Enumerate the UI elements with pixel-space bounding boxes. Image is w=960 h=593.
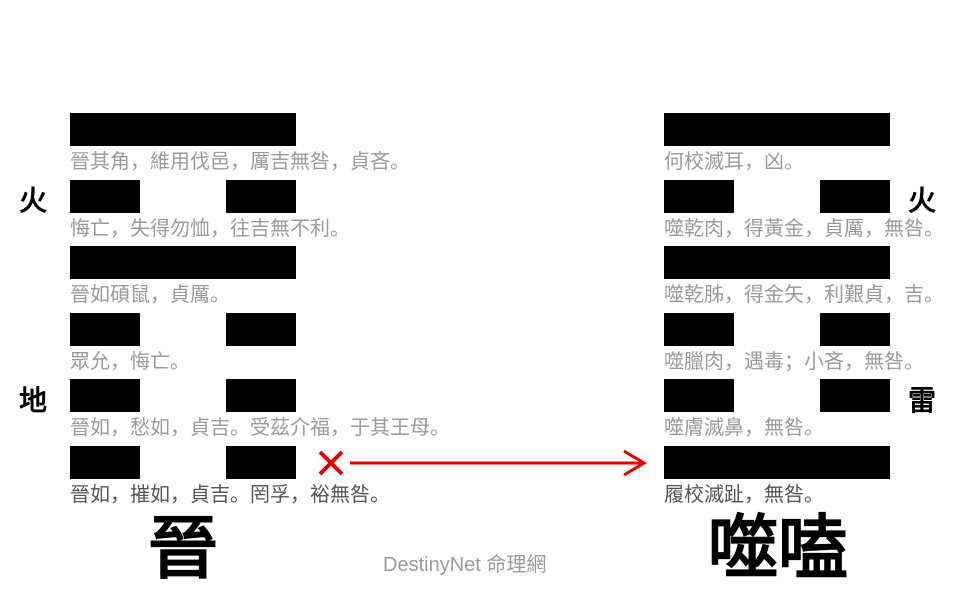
yin-line (70, 179, 296, 213)
line-text: 噬乾胏，得金矢，利艱貞，吉。 (664, 282, 944, 306)
line-text: 噬乾肉，得黃金，貞厲，無咎。 (664, 215, 944, 240)
yang-line (664, 445, 890, 479)
yang-line (70, 113, 296, 146)
line-3: 眾允，悔亡。 (70, 312, 370, 380)
line-text: 噬膚滅鼻，無咎。 (664, 415, 824, 439)
line-4: 晉如碩鼠，貞厲。 (70, 246, 370, 313)
line-text: 噬臘肉，遇毒；小吝，無咎。 (664, 348, 924, 373)
line-text: 悔亡，失得勿恤，往吉無不利。 (70, 215, 350, 240)
right-hexagram: 何校滅耳，凶。 噬乾肉，得黃金，貞厲，無咎。 噬乾胏，得金矢，利艱貞，吉。 噬臘… (664, 113, 960, 512)
line-text-changing: 晉如，摧如，貞吉。罔孚，裕無咎。 (70, 481, 390, 506)
yin-line (664, 179, 890, 213)
line-5: 噬乾肉，得黃金，貞厲，無咎。 (664, 179, 960, 247)
line-text: 晉其角，維用伐邑，厲吉無咎，貞吝。 (70, 149, 410, 173)
left-upper-trigram-label: 火 (19, 184, 48, 217)
line-text-changed: 履校滅趾，無咎。 (664, 481, 824, 506)
brand-watermark: DestinyNet 命理網 (383, 554, 547, 576)
change-cross-icon (318, 450, 344, 476)
yin-line (664, 312, 890, 346)
right-hexagram-name: 噬嗑 (708, 507, 848, 589)
right-lower-trigram-label: 雷 (908, 384, 937, 417)
line-text: 何校滅耳，凶。 (664, 149, 804, 173)
yang-line (664, 246, 890, 279)
line-2: 噬膚滅鼻，無咎。 (664, 379, 960, 446)
line-1: 履校滅趾，無咎。 (664, 445, 960, 513)
line-6: 晉其角，維用伐邑，厲吉無咎，貞吝。 (70, 113, 410, 180)
line-2: 晉如，愁如，貞吉。受茲介福，于其王母。 (70, 379, 450, 446)
line-4: 噬乾胏，得金矢，利艱貞，吉。 (664, 246, 960, 313)
yin-line (70, 379, 296, 412)
line-text: 晉如，愁如，貞吉。受茲介福，于其王母。 (70, 415, 450, 439)
line-text: 眾允，悔亡。 (70, 348, 190, 373)
left-lower-trigram-label: 地 (19, 384, 48, 417)
line-3: 噬臘肉，遇毒；小吝，無咎。 (664, 312, 960, 380)
yin-line (70, 445, 296, 479)
yin-line (70, 312, 296, 346)
line-5: 悔亡，失得勿恤，往吉無不利。 (70, 179, 370, 247)
line-1: 晉如，摧如，貞吉。罔孚，裕無咎。 (70, 445, 390, 513)
yang-line (664, 113, 890, 146)
arrow-right-icon (350, 449, 647, 477)
line-text: 晉如碩鼠，貞厲。 (70, 282, 230, 306)
right-upper-trigram-label: 火 (908, 184, 937, 217)
yang-line (70, 246, 296, 279)
yin-line (664, 379, 890, 412)
line-6: 何校滅耳，凶。 (664, 113, 960, 180)
left-hexagram-name: 晉 (148, 507, 218, 589)
left-hexagram: 晉其角，維用伐邑，厲吉無咎，貞吝。 悔亡，失得勿恤，往吉無不利。 晉如碩鼠，貞厲… (70, 113, 450, 513)
change-arrow (318, 449, 647, 477)
